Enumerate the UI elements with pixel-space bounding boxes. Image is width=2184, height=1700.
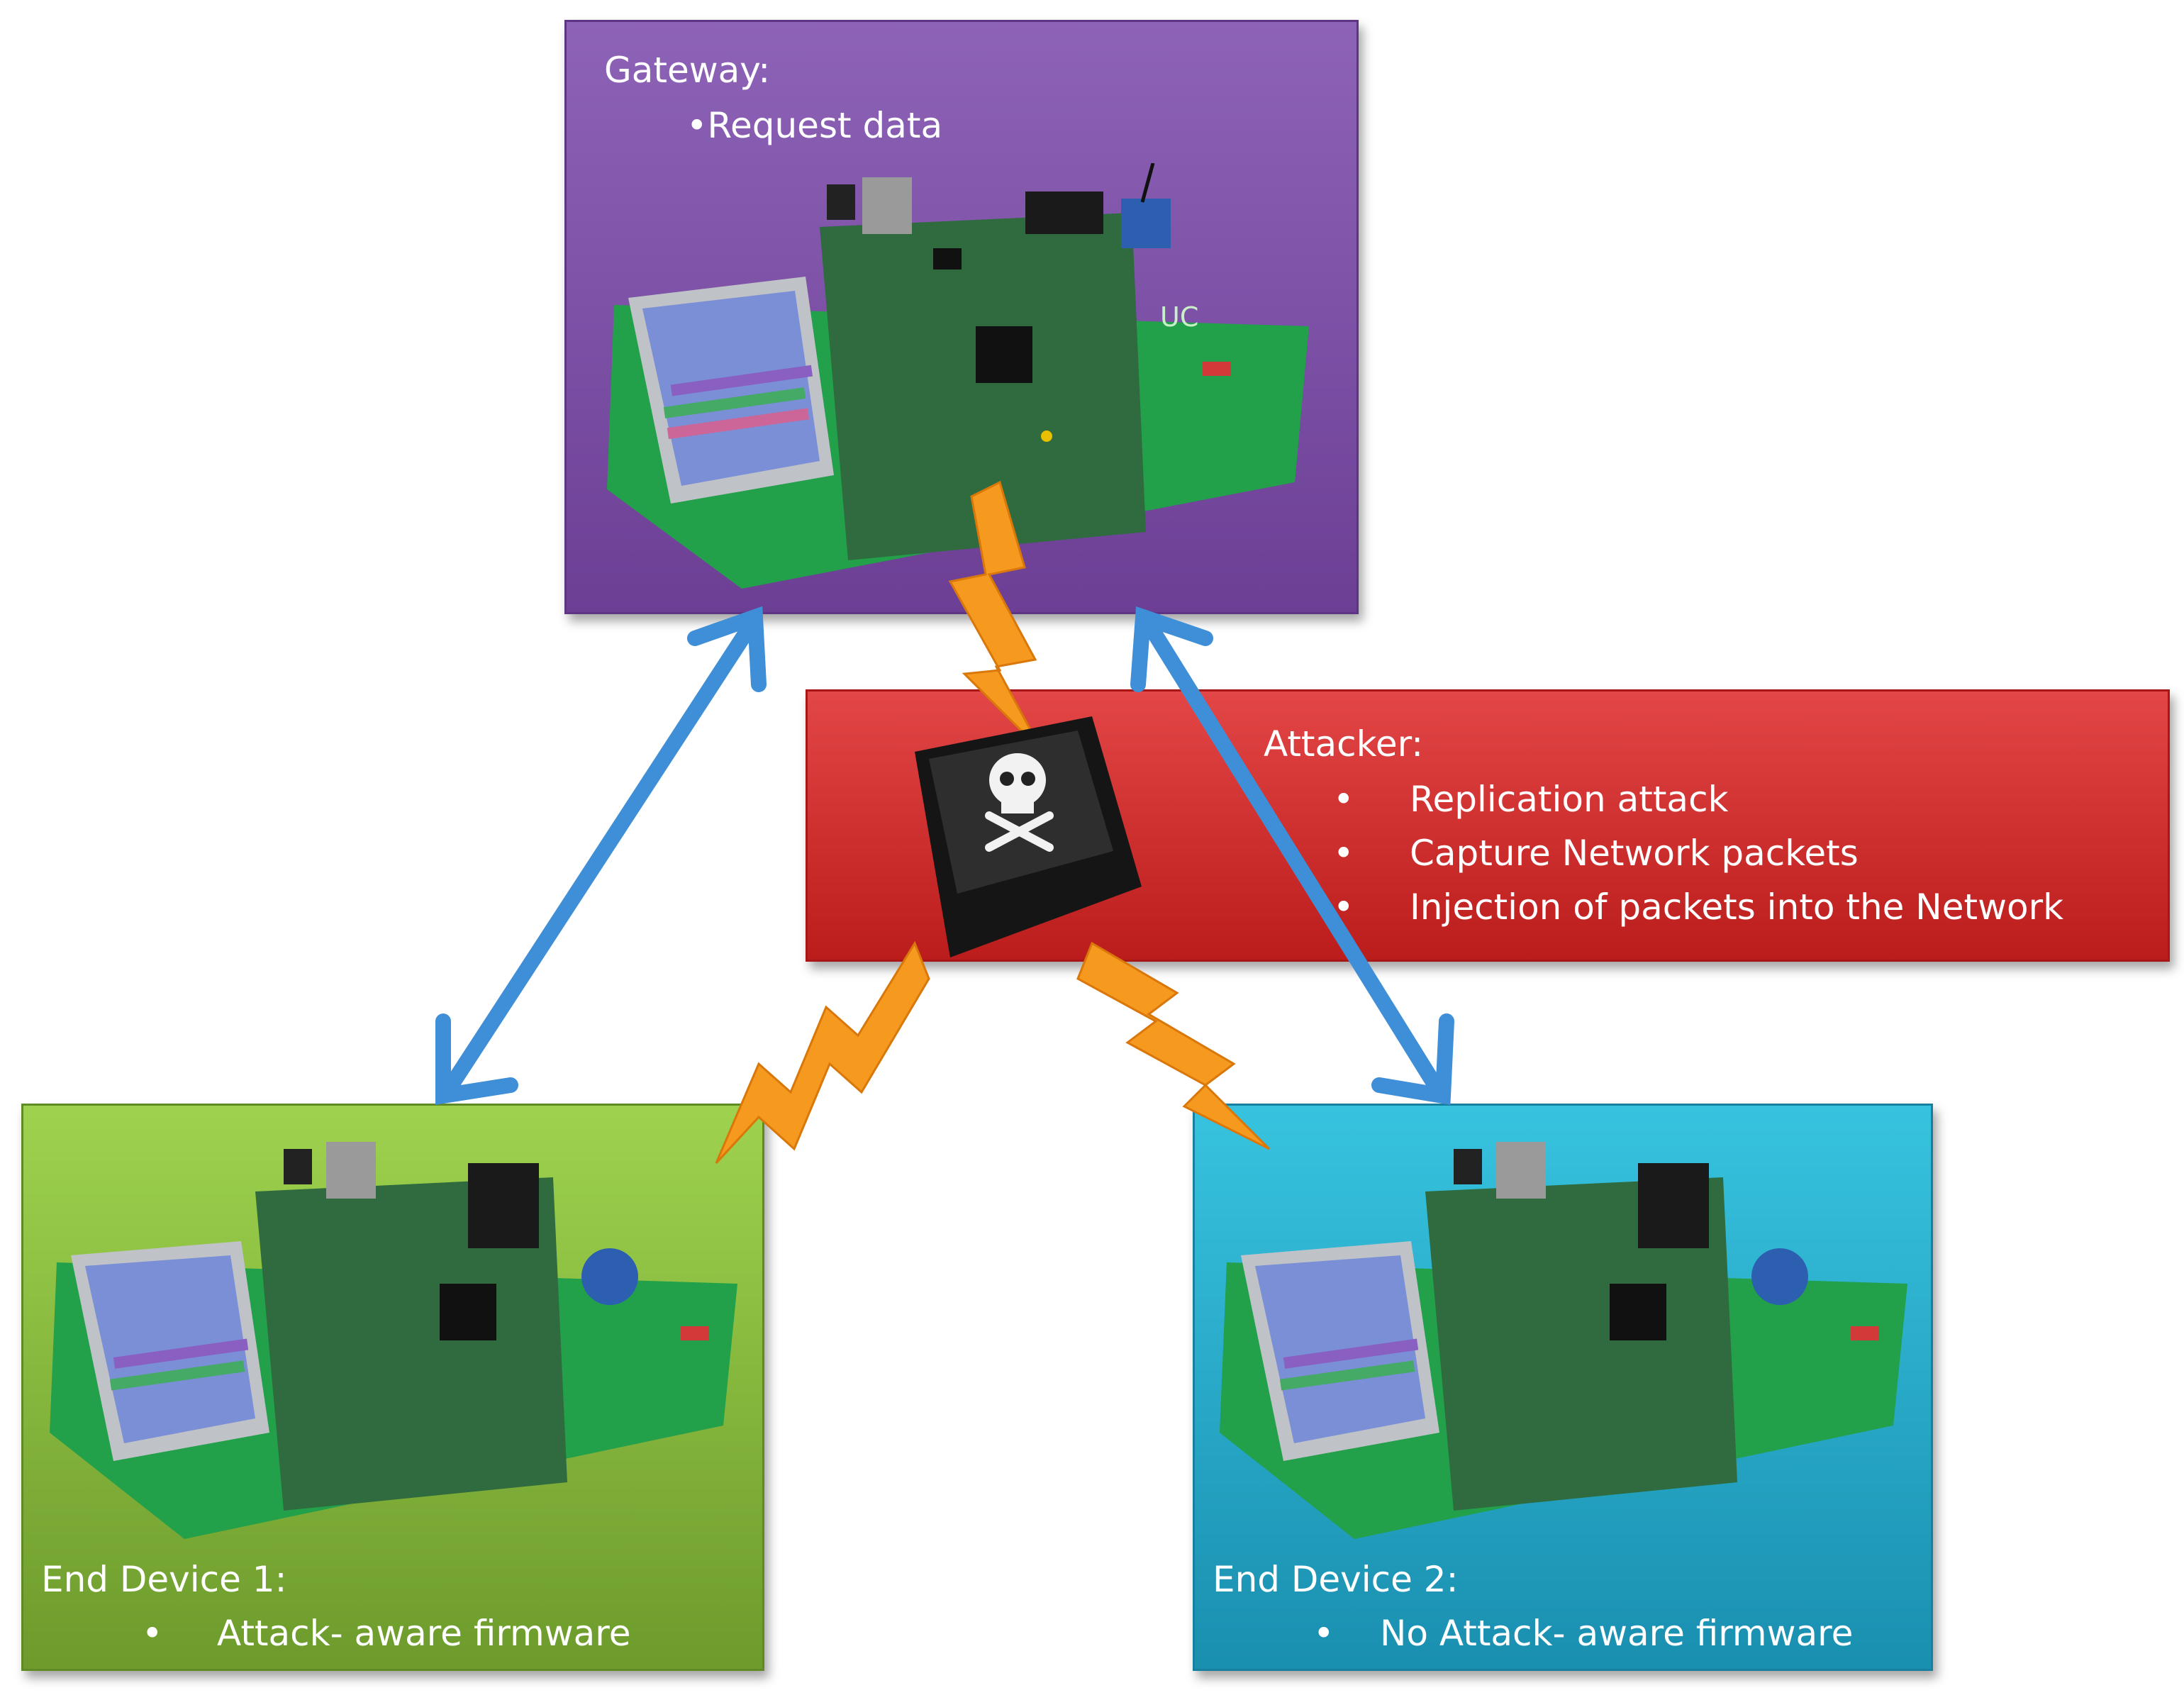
gateway-board-image: UC: [607, 163, 1309, 589]
end-device-1-title: End Device 1:: [41, 1559, 287, 1600]
lightning-bolt-to-end-device-2: [1076, 941, 1271, 1150]
skull-keycap-icon: [915, 716, 1142, 957]
gateway-board-label: UC: [1160, 301, 1198, 333]
end-device-2-item-1: No Attack- aware firmware: [1380, 1613, 1854, 1654]
attacker-item-3: Injection of packets into the Network: [1410, 887, 2064, 928]
end-device-2-board-image: [1220, 1142, 1907, 1539]
end-device-1-item-1: Attack- aware firmware: [217, 1613, 631, 1654]
gateway-title: Gateway:: [604, 50, 771, 91]
lightning-bolt-to-gateway: [948, 480, 1044, 753]
end-device-2-bullet: •: [1313, 1613, 1335, 1654]
attacker-bullet-2: •: [1333, 833, 1354, 874]
attacker-bullet-1: •: [1333, 779, 1354, 820]
lightning-bolt-to-end-device-1: [715, 940, 930, 1165]
attacker-item-1: Replication attack: [1410, 779, 1729, 820]
gateway-item-1: •Request data: [686, 105, 943, 146]
link-arrow-gateway-end-device-1: [435, 606, 767, 1105]
end-device-2-title: End Device 2:: [1213, 1559, 1459, 1600]
end-device-1-board-image: [50, 1142, 737, 1539]
end-device-1-bullet: •: [142, 1613, 163, 1654]
link-arrow-gateway-end-device-2: [1130, 606, 1454, 1105]
attacker-title: Attacker:: [1264, 723, 1424, 765]
attacker-item-2: Capture Network packets: [1410, 833, 1859, 874]
